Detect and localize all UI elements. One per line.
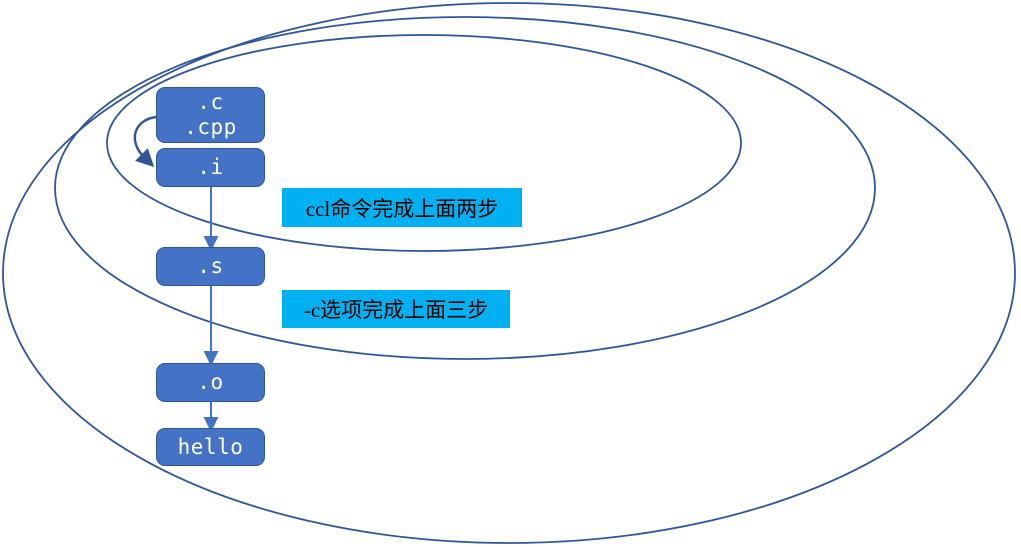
annotation-ccl-command-text: ccl命令完成上面两步 — [305, 196, 499, 221]
group-ellipse-middle — [54, 16, 876, 360]
annotation-c-option-text: -c选项完成上面三步 — [303, 298, 489, 322]
node-assembly-label: .s — [197, 254, 224, 278]
node-executable-label: hello — [177, 434, 244, 459]
node-preprocessed-file: .i — [156, 148, 265, 187]
node-object-file: .o — [156, 363, 265, 402]
curved-arrow-source-to-preprocessed-icon — [133, 115, 158, 168]
node-assembly-file: .s — [156, 247, 265, 286]
node-preprocessed-label: .i — [197, 155, 224, 179]
annotation-c-option: -c选项完成上面三步 — [282, 290, 510, 328]
node-source-line1: .c — [197, 90, 224, 114]
group-ellipse-inner — [106, 34, 742, 252]
node-executable-file: hello — [156, 428, 265, 466]
node-source-file: .c .cpp — [156, 87, 265, 143]
node-object-label: .o — [197, 370, 224, 394]
node-source-line2: .cpp — [184, 115, 237, 139]
annotation-ccl-command: ccl命令完成上面两步 — [282, 188, 522, 227]
